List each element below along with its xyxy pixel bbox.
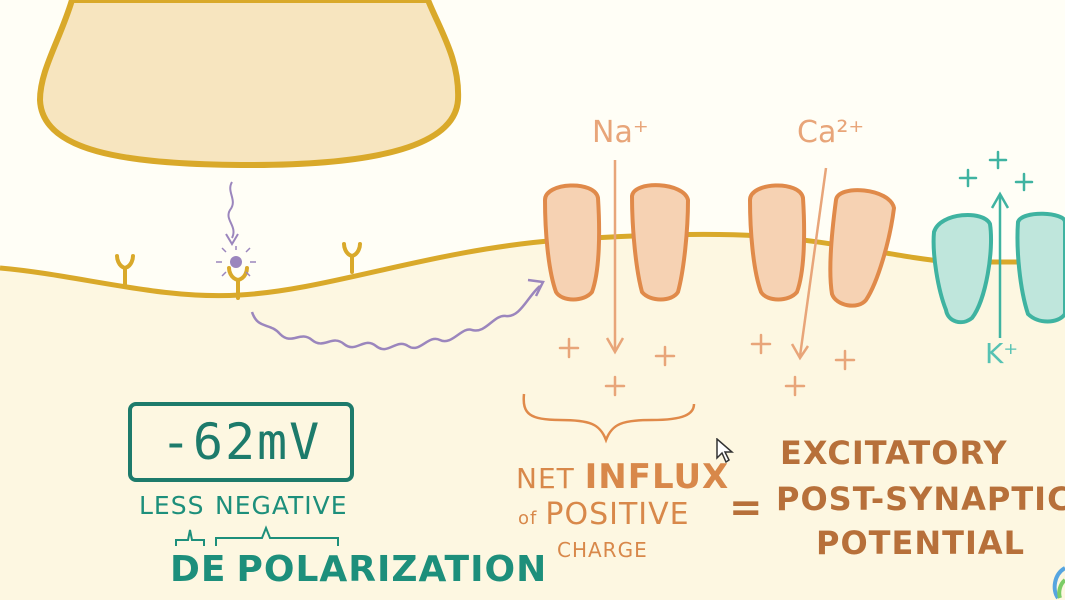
epsp-line-2: POST-SYNAPTIC (776, 480, 1065, 518)
negative-bracket (215, 525, 339, 546)
receptor-right (342, 242, 362, 274)
potassium-ion-label: K⁺ (985, 337, 1019, 370)
calcium-channel (747, 183, 897, 308)
of-word: of (518, 508, 538, 529)
membrane-potential-box: -62mV (128, 402, 354, 482)
net-influx-label: NET INFLUX (516, 460, 729, 494)
equals-sign: = (729, 485, 763, 531)
positive-word: POSITIVE (545, 497, 690, 532)
sodium-influx-arrow (605, 160, 625, 355)
postsynaptic-membrane (0, 231, 1065, 299)
net-word: NET (516, 462, 575, 495)
epsp-line-3: POTENTIAL (816, 524, 1026, 562)
influx-brace (522, 393, 696, 444)
membrane-potential-value: -62mV (160, 413, 322, 471)
neurotransmitter-molecule (230, 256, 242, 268)
corner-logo (1052, 566, 1065, 600)
calcium-influx-arrow (790, 167, 828, 361)
calcium-ion-label: Ca²⁺ (797, 115, 865, 150)
receptor-left (115, 254, 135, 287)
neurotransmitter-path (227, 181, 235, 239)
sodium-channel (542, 183, 691, 302)
charge-label: CHARGE (557, 538, 648, 562)
positive-charges-outside (958, 150, 1034, 192)
presynaptic-terminal (36, 0, 462, 169)
less-bracket (175, 529, 205, 546)
receptor-bound (227, 266, 249, 300)
negative-label: NEGATIVE (215, 491, 348, 520)
less-label: LESS (139, 491, 205, 520)
de-prefix: DE (170, 549, 227, 590)
mouse-pointer-icon (716, 438, 734, 464)
epsp-line-1: EXCITATORY (780, 434, 1008, 472)
polarization-word: POLARIZATION (236, 549, 548, 590)
potassium-channel (931, 211, 1065, 325)
influx-word: INFLUX (584, 457, 730, 497)
positive-charges-inside (558, 333, 856, 397)
of-positive-label: of POSITIVE (518, 500, 690, 530)
potassium-efflux-arrow (990, 191, 1010, 338)
signal-arrow (250, 285, 541, 351)
sodium-ion-label: Na⁺ (592, 115, 649, 150)
